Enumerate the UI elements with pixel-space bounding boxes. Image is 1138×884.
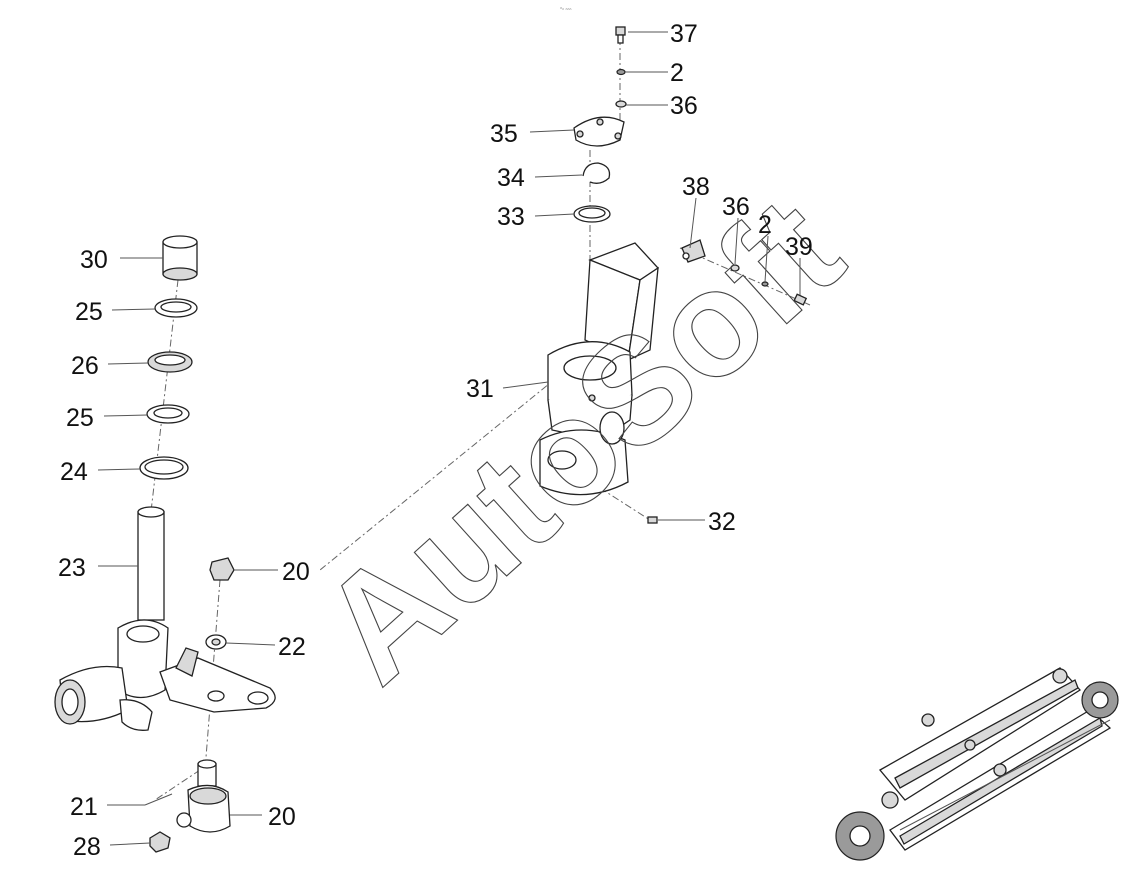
nut-28 xyxy=(149,831,171,853)
bolt-39 xyxy=(793,293,808,306)
callout-2-top: 2 xyxy=(670,59,684,87)
washer-2-top xyxy=(616,68,626,76)
cotter-pin-21 xyxy=(144,793,173,806)
castle-nut-20-top xyxy=(209,557,235,581)
callout-23: 23 xyxy=(58,554,86,582)
callout-34: 34 xyxy=(497,164,525,192)
callout-24: 24 xyxy=(60,458,88,486)
callout-38: 38 xyxy=(682,173,710,201)
snap-ring-34 xyxy=(582,162,611,184)
callout-2-side: 2 xyxy=(758,211,772,239)
seal-24 xyxy=(139,456,189,480)
steering-knuckle xyxy=(54,619,276,731)
tie-rod-end-20 xyxy=(176,759,231,833)
leader-lines xyxy=(97,31,801,846)
callout-33: 33 xyxy=(497,203,525,231)
callout-37: 37 xyxy=(670,20,698,48)
callout-32: 32 xyxy=(708,508,736,536)
axle-assembly-thumbnail xyxy=(835,667,1119,861)
seal-ring-33 xyxy=(573,205,611,223)
washer-36-side xyxy=(730,264,740,272)
shim-25-top xyxy=(154,298,198,318)
bolt-37 xyxy=(615,26,626,44)
grease-fitting-32 xyxy=(647,516,658,524)
callout-30: 30 xyxy=(80,246,108,274)
callout-22: 22 xyxy=(278,633,306,661)
callout-36-side: 36 xyxy=(722,193,750,221)
callout-25-bottom: 25 xyxy=(66,404,94,432)
callout-26: 26 xyxy=(71,352,99,380)
washer-22 xyxy=(205,634,227,650)
bracket-38 xyxy=(681,239,706,263)
callout-36-top: 36 xyxy=(670,92,698,120)
cover-plate-35 xyxy=(573,116,625,147)
bushing-30 xyxy=(162,235,198,281)
callout-25-top: 25 xyxy=(75,298,103,326)
callout-28: 28 xyxy=(73,833,101,861)
shim-25-bottom xyxy=(146,404,190,424)
king-pin-23 xyxy=(137,506,165,621)
callout-21: 21 xyxy=(70,793,98,821)
callout-20-bottom: 20 xyxy=(268,803,296,831)
callout-20-top: 20 xyxy=(282,558,310,586)
callout-31: 31 xyxy=(466,375,494,403)
callout-35: 35 xyxy=(490,120,518,148)
header-mark: ⁸ₙ ₙₙₙ xyxy=(560,6,571,12)
washer-36-top xyxy=(615,100,627,108)
callout-39: 39 xyxy=(785,233,813,261)
knuckle-housing-31 xyxy=(539,242,659,496)
callout-labels: 37 2 36 35 34 33 38 36 2 39 31 32 30 25 … xyxy=(58,20,813,861)
thrust-bearing-26 xyxy=(147,351,193,373)
